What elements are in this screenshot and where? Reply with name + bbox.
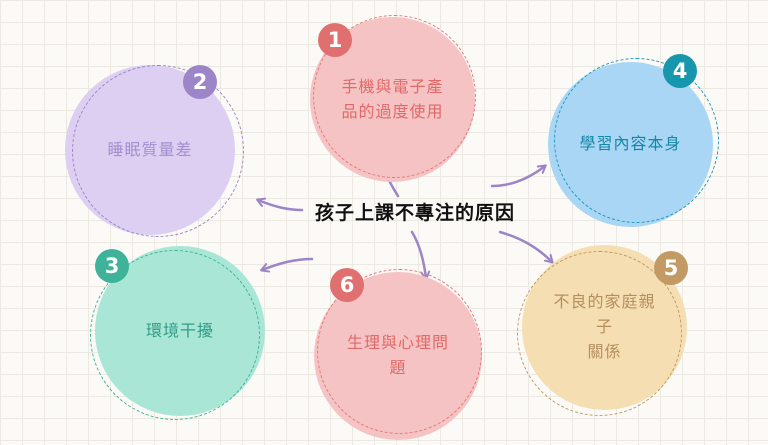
cause-node-4-badge: 4 [663,54,697,88]
arrow-to-node-6 [410,230,431,280]
cause-node-2: 睡眠質量差 2 [65,65,244,237]
cause-node-3-line-1: 環境干擾 [145,320,214,340]
cause-node-4-line-1: 學習內容本身 [579,134,682,154]
cause-node-4: 學習內容本身 4 [548,54,719,227]
cause-node-5-line-2: 關係 [587,341,622,361]
center-title: 孩子上課不專注的原因 [314,202,515,224]
arrow-to-node-5 [498,230,554,264]
cause-node-6: 生理與心理問題 6 [314,268,482,440]
cause-node-6-badge: 6 [330,268,364,302]
arrow-to-node-2 [256,197,304,212]
cause-node-2-line-1: 睡眠質量差 [107,139,193,159]
arrow-to-node-4 [490,164,547,188]
cause-node-5-badge: 5 [654,251,688,285]
cause-node-1-line-2: 品的過度使用 [341,101,444,121]
arrow-to-node-3 [260,257,314,273]
cause-node-5-line-1: 不良的家庭親子 [553,292,656,337]
cause-node-3: 環境干擾 3 [90,246,265,420]
cause-node-3-badge: 3 [95,249,129,283]
cause-node-5: 不良的家庭親子 關係 5 [517,245,688,416]
cause-node-1-badge: 1 [318,23,352,57]
cause-node-2-badge: 2 [183,65,217,99]
cause-node-1: 手機與電子產 品的過度使用 1 [310,15,476,182]
cause-node-1-line-1: 手機與電子產 [341,76,444,96]
cause-node-6-line-1: 生理與心理問題 [346,333,449,377]
